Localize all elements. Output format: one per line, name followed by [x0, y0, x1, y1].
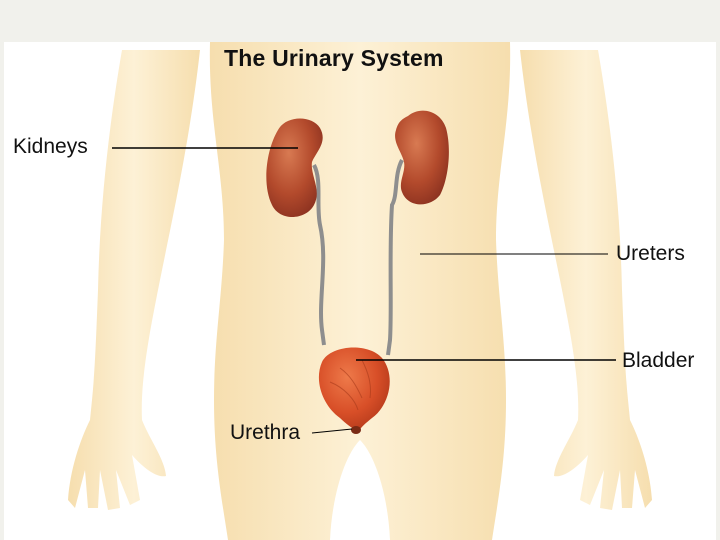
urethra-label: Urethra — [230, 421, 301, 444]
right-arm — [520, 50, 652, 510]
kidneys-label: Kidneys — [13, 135, 88, 158]
right-kidney — [395, 110, 449, 205]
diagram-title: The Urinary System — [224, 45, 444, 71]
right-ureter — [386, 159, 404, 356]
left-arm — [68, 50, 200, 510]
bladder-label: Bladder — [622, 349, 695, 372]
urethra-leader-line — [311, 428, 353, 434]
bladder — [318, 347, 390, 432]
left-kidney — [266, 118, 323, 218]
bladder-texture — [329, 359, 371, 411]
ureters-label: Ureters — [616, 242, 685, 265]
left-ureter — [312, 164, 326, 346]
urethra — [351, 426, 361, 434]
body-silhouette — [68, 42, 652, 540]
leg-gap — [330, 440, 390, 540]
